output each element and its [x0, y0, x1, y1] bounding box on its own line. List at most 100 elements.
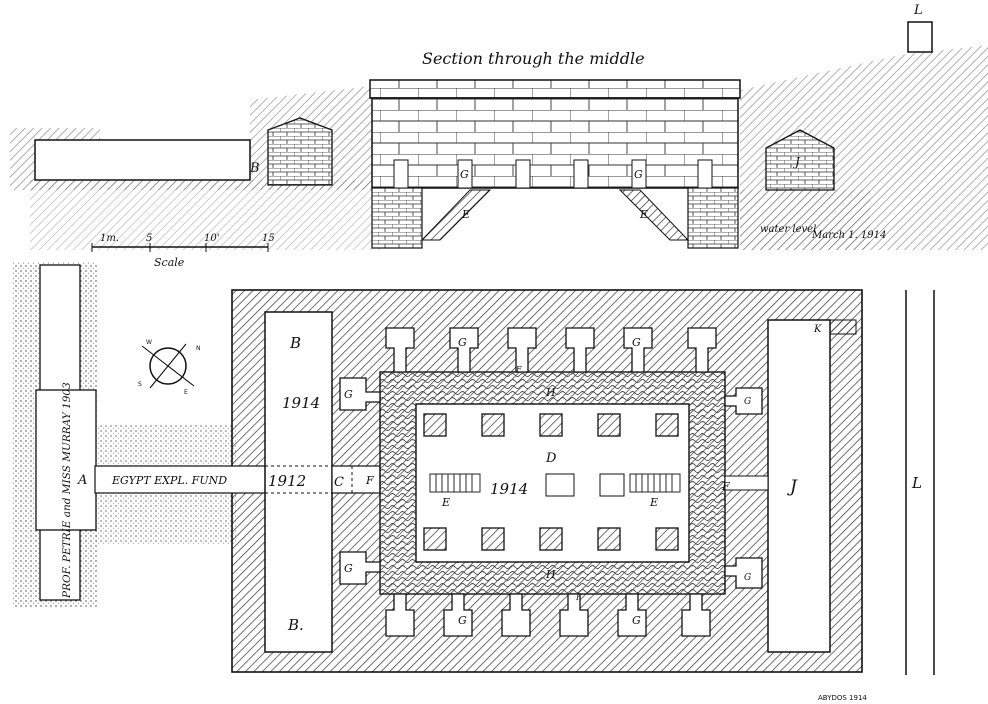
pillar [539, 413, 563, 437]
section-label-e-1: E [461, 208, 470, 221]
section-door-5 [631, 159, 647, 189]
scale-tick-2: 5 [146, 233, 152, 244]
plan-label-c: C [334, 475, 344, 490]
plan-label-f-bottom: F [575, 593, 582, 602]
plan-label-d: D [545, 451, 557, 466]
plan-corridor [94, 465, 271, 494]
plan-vertical-text: PROF. PETRIE and MISS MURRAY 1903 [61, 382, 73, 599]
plan-label-g-1: G [458, 336, 467, 349]
cell [449, 327, 479, 373]
pillar [539, 527, 563, 551]
pillar [597, 527, 621, 551]
section-door-1 [393, 159, 409, 189]
plan-label-b-bottom: B. [287, 616, 304, 634]
cell [507, 327, 537, 373]
plan-stair-left [429, 473, 481, 493]
compass-n: N [196, 345, 201, 352]
section-elevation: Section through the middle B J L G G E E… [10, 3, 988, 250]
section-stair-right [618, 189, 690, 241]
section-door-4 [573, 159, 589, 189]
plan-label-g-7: G [744, 397, 751, 407]
plan-label-e-right: E [649, 496, 658, 509]
plan-label-l: L [911, 474, 922, 492]
pillar [655, 413, 679, 437]
plan-label-k: K [813, 324, 822, 335]
plan-label-h-top: H [545, 386, 556, 399]
section-tower-l [907, 21, 933, 53]
plan-pillars [423, 413, 679, 551]
pillar [423, 413, 447, 437]
plan-label-g-4: G [344, 562, 353, 575]
cell [724, 557, 763, 589]
section-door-3 [515, 159, 531, 189]
cell [565, 327, 595, 373]
cell [559, 593, 589, 637]
scale-tick-4: 15 [262, 233, 275, 244]
plan-label-g-6: G [632, 614, 641, 627]
cell [681, 593, 711, 637]
pillar [423, 527, 447, 551]
section-label-l: L [913, 3, 923, 18]
section-main-body [371, 97, 739, 189]
section-ground-base [30, 180, 870, 250]
compass-e: E [184, 389, 188, 396]
pillar [481, 527, 505, 551]
cell [501, 593, 531, 637]
plan-label-b-top: B [289, 334, 301, 352]
plan-corner-k [829, 319, 857, 335]
section-stair-left [420, 189, 492, 241]
plan-year-corridor: 1912 [268, 472, 306, 490]
section-chapel-b [267, 117, 333, 186]
compass-w: W [146, 339, 152, 346]
section-date: March 1. 1914 [811, 230, 886, 241]
section-label-g-2: G [634, 168, 643, 181]
plan-label-h-bottom: H [545, 568, 556, 581]
cell [724, 387, 763, 415]
section-chapel-j [765, 129, 835, 191]
scale-tick-3: 10' [204, 233, 219, 244]
section-label-b: B [249, 161, 260, 176]
scale-bar: 1m. 5 10' 15 Scale [91, 233, 275, 269]
cell [617, 593, 647, 637]
section-left-wall [371, 187, 423, 249]
plan-cells-left [339, 377, 381, 585]
plan-hall-b [264, 311, 333, 653]
pillar [655, 527, 679, 551]
plan-year-b: 1914 [282, 394, 320, 412]
plan-label-g-3: G [344, 388, 353, 401]
plan-cells-bottom [385, 593, 711, 637]
plan-stair-right [629, 473, 681, 493]
cell [443, 593, 473, 637]
plan-label-f-top: F [515, 365, 522, 374]
section-main-roof [369, 79, 741, 99]
plan-label-g-8: G [744, 573, 751, 583]
cell [385, 327, 415, 373]
section-title: Section through the middle [422, 49, 645, 68]
plan-label-g-2: G [632, 336, 641, 349]
plan-label-f-right: F [721, 480, 730, 493]
plan-label-a: A [77, 473, 87, 488]
plan-tank-right [599, 473, 625, 497]
plan-label-j: J [787, 477, 798, 497]
scale-label: Scale [154, 256, 185, 269]
plan-label-g-5: G [458, 614, 467, 627]
footer-caption: ABYDOS 1914 [818, 694, 867, 702]
section-water-level: water level [760, 224, 816, 235]
plan-view: N S E W A EGYPT EXPL. FUND 1912 C F B 19… [12, 262, 935, 702]
pillar [597, 413, 621, 437]
plan-tank-left [545, 473, 575, 497]
cell [339, 551, 381, 585]
cell [687, 327, 717, 373]
plan-compass: N S E W [138, 339, 201, 396]
scale-tick-1: 1m. [100, 233, 119, 244]
cell [623, 327, 653, 373]
section-door-6 [697, 159, 713, 189]
pillar [481, 413, 505, 437]
compass-s: S [138, 381, 142, 388]
plan-hall-j [767, 319, 831, 653]
plan-label-e-left: E [441, 496, 450, 509]
plan-doorway-f-right [724, 475, 769, 491]
section-right-wall [687, 187, 739, 249]
section-label-j: J [792, 155, 801, 169]
